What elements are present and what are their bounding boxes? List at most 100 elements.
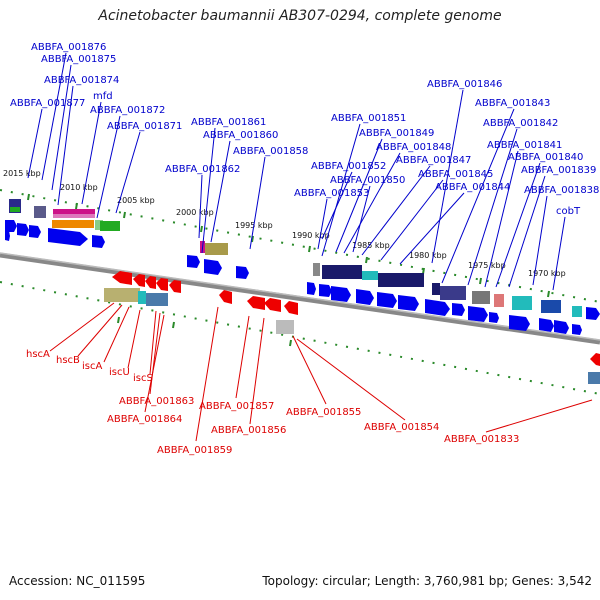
gene-label-iscs: iscS	[133, 373, 153, 384]
forward-gene-arrows	[5, 220, 600, 335]
reverse-gene-arrows	[112, 271, 600, 366]
kbp-tick-label-1985-kbp: 1985 kbp	[352, 241, 390, 250]
gene-label-abbfa-001843: ABBFA_001843	[475, 98, 550, 109]
leader-line-abbfa-001864	[144, 314, 165, 413]
leader-line-abbfa-001862	[198, 174, 203, 239]
leader-line-abbfa-001861	[201, 127, 216, 254]
leader-line-abbfa-001846	[431, 89, 464, 264]
leader-line-abbfa-001839	[508, 175, 546, 288]
gene-label-abbfa-001861: ABBFA_001861	[191, 117, 266, 128]
leader-line-abbfa-001843	[441, 108, 515, 284]
leader-line-abbfa-001857	[235, 315, 250, 399]
leader-line-abbfa-001838	[532, 195, 548, 286]
gene-label-hsca: hscA	[26, 349, 50, 360]
reverse-label-leader-lines	[49, 302, 593, 442]
gene-label-abbfa-001845: ABBFA_001845	[418, 169, 493, 180]
leader-line-abbfa-001876	[41, 52, 67, 181]
gene-label-cobt: cobT	[556, 206, 581, 217]
leader-line-abbfa-001848	[343, 152, 401, 254]
gene-label-abbfa-001857: ABBFA_001857	[199, 401, 274, 412]
leader-line-abbfa-001875	[51, 64, 72, 191]
gene-label-abbfa-001858: ABBFA_001858	[233, 146, 308, 157]
gene-label-abbfa-001853: ABBFA_001853	[294, 188, 369, 199]
gene-label-isca: iscA	[82, 361, 102, 372]
leader-line-abbfa-001877	[27, 108, 43, 179]
gene-label-abbfa-001856: ABBFA_001856	[211, 425, 286, 436]
leader-line-abbfa-001847	[361, 165, 431, 256]
kbp-tick-label-2005-kbp: 2005 kbp	[117, 196, 155, 205]
gene-label-abbfa-001872: ABBFA_001872	[90, 105, 165, 116]
gene-label-abbfa-001842: ABBFA_001842	[483, 118, 558, 129]
kbp-tick-label-1975-kbp: 1975 kbp	[468, 261, 506, 270]
gene-label-abbfa-001841: ABBFA_001841	[487, 140, 562, 151]
gene-label-abbfa-001864: ABBFA_001864	[107, 414, 182, 425]
leader-line-abbfa-001850	[352, 185, 371, 253]
gene-label-abbfa-001863: ABBFA_001863	[119, 396, 194, 407]
gene-label-abbfa-001851: ABBFA_001851	[331, 113, 406, 124]
leader-line-abbfa-001852	[321, 171, 353, 240]
leader-line-abbfa-001853	[317, 198, 328, 250]
leader-line-abbfa-001856	[249, 317, 265, 425]
genome-backbone	[0, 252, 600, 345]
leader-line-abbfa-001854	[296, 338, 406, 421]
leader-line-abbfa-001842	[467, 128, 518, 286]
kbp-tick-label-2000-kbp: 2000 kbp	[176, 208, 214, 217]
leader-line-abbfa-001851	[321, 123, 361, 257]
gene-label-abbfa-001849: ABBFA_001849	[359, 128, 434, 139]
gene-label-abbfa-001859: ABBFA_001859	[157, 445, 232, 456]
gene-label-abbfa-001862: ABBFA_001862	[165, 164, 240, 175]
forward-gene-blocks	[9, 199, 582, 317]
leader-line-iscu	[127, 309, 141, 369]
gene-label-hscb: hscB	[56, 355, 80, 366]
map-title: Acinetobacter baumannii AB307-0294, comp…	[98, 8, 502, 24]
gene-label-iscu: iscU	[109, 367, 130, 378]
kbp-tick-marks	[27, 193, 550, 347]
gene-label-abbfa-001838: ABBFA_001838	[524, 185, 599, 196]
kbp-tick-label-2015-kbp: 2015 kbp	[3, 169, 41, 178]
leader-line-abbfa-001833	[485, 399, 593, 433]
gene-label-abbfa-001847: ABBFA_001847	[396, 155, 471, 166]
leader-line-iscs	[149, 310, 157, 375]
leader-line-hscb	[77, 304, 123, 357]
gene-label-abbfa-001871: ABBFA_001871	[107, 121, 182, 132]
leader-line-abbfa-001871	[115, 131, 141, 214]
gene-label-mfd: mfd	[93, 91, 113, 102]
leader-line-abbfa-001840	[495, 162, 541, 288]
gene-label-abbfa-001874: ABBFA_001874	[44, 75, 119, 86]
forward-label-leader-lines	[27, 52, 566, 291]
gene-label-abbfa-001876: ABBFA_001876	[31, 42, 106, 53]
kbp-tick-label-1990-kbp: 1990 kbp	[292, 231, 330, 240]
reverse-gene-blocks	[104, 288, 600, 384]
forward-gene-labels: ABBFA_001876ABBFA_001875ABBFA_001874mfdA…	[10, 42, 599, 217]
leader-line-hsca	[49, 302, 115, 352]
leader-line-cobt	[552, 216, 566, 291]
gene-label-abbfa-001855: ABBFA_001855	[286, 407, 361, 418]
leader-line-mfd	[81, 101, 102, 205]
leader-line-abbfa-001841	[484, 150, 519, 288]
gene-label-abbfa-001833: ABBFA_001833	[444, 434, 519, 445]
leader-line-abbfa-001845	[380, 179, 444, 261]
gene-label-abbfa-001850: ABBFA_001850	[330, 175, 405, 186]
leader-line-abbfa-001874	[57, 85, 74, 206]
gene-label-abbfa-001860: ABBFA_001860	[203, 130, 278, 141]
gene-label-abbfa-001839: ABBFA_001839	[521, 165, 596, 176]
accession-text: Accession: NC_011595	[9, 574, 146, 588]
leader-line-abbfa-001859	[195, 306, 219, 442]
kbp-tick-label-1980-kbp: 1980 kbp	[409, 251, 447, 260]
leader-line-isca	[103, 306, 130, 363]
kbp-tick-label-2010-kbp: 2010 kbp	[60, 183, 98, 192]
leader-line-abbfa-001860	[210, 140, 231, 243]
leader-line-abbfa-001855	[292, 335, 327, 405]
leader-line-abbfa-001849	[335, 138, 383, 253]
genome-summary-text: Topology: circular; Length: 3,760,981 bp…	[262, 574, 592, 588]
kbp-tick-label-1970-kbp: 1970 kbp	[528, 269, 566, 278]
gene-label-abbfa-001877: ABBFA_001877	[10, 98, 85, 109]
reverse-gene-labels: hscAhscBiscAiscUiscSABBFA_001863ABBFA_00…	[26, 349, 519, 456]
gene-label-abbfa-001875: ABBFA_001875	[41, 54, 116, 65]
gene-label-abbfa-001852: ABBFA_001852	[311, 161, 386, 172]
gene-label-abbfa-001848: ABBFA_001848	[376, 142, 451, 153]
gene-label-abbfa-001840: ABBFA_001840	[508, 152, 583, 163]
leader-line-abbfa-001872	[96, 115, 121, 219]
leader-line-abbfa-001858	[249, 156, 266, 250]
